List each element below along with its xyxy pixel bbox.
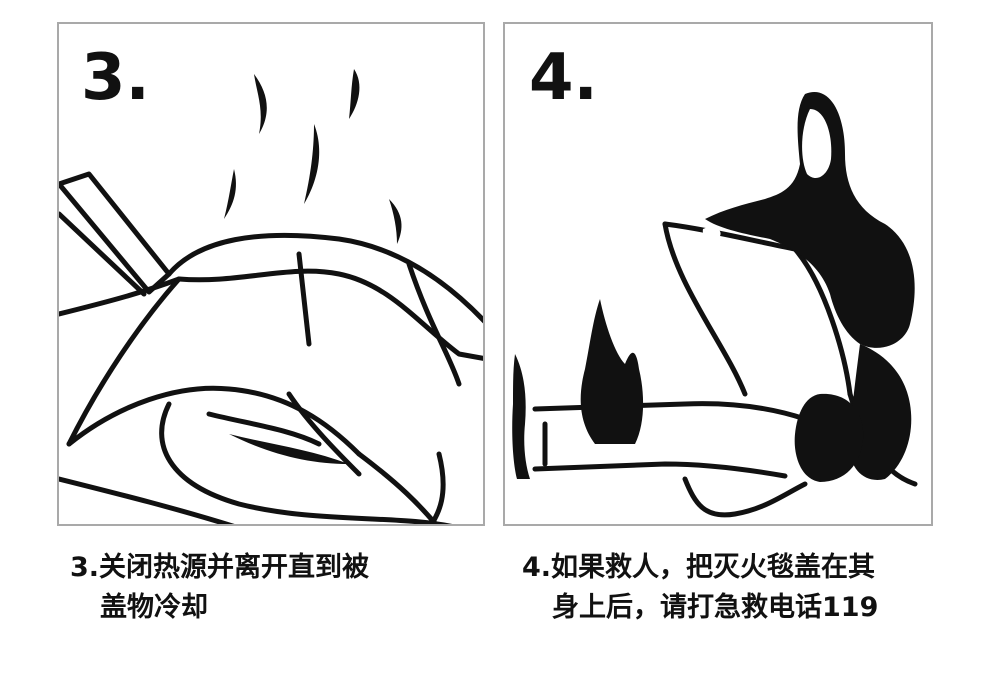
step-4-panel: 4. xyxy=(503,22,933,526)
step-number: 4. xyxy=(529,41,598,115)
caption-line-1: 3.关闭热源并离开直到被 xyxy=(70,552,370,583)
step-4-caption: 4.如果救人，把灭火毯盖在其 身上后，请打急救电话119 xyxy=(522,548,942,628)
step-number: 3. xyxy=(81,41,150,115)
step-3-panel: 3. xyxy=(57,22,485,526)
caption-line-1: 4.如果救人，把灭火毯盖在其 xyxy=(522,552,876,583)
caption-line-2: 盖物冷却 xyxy=(100,592,208,623)
step-3-caption: 3.关闭热源并离开直到被 盖物冷却 xyxy=(70,548,450,628)
covered-pan-illustration xyxy=(59,69,483,524)
rescue-illustration xyxy=(512,92,918,518)
caption-line-2: 身上后，请打急救电话119 xyxy=(552,592,879,623)
